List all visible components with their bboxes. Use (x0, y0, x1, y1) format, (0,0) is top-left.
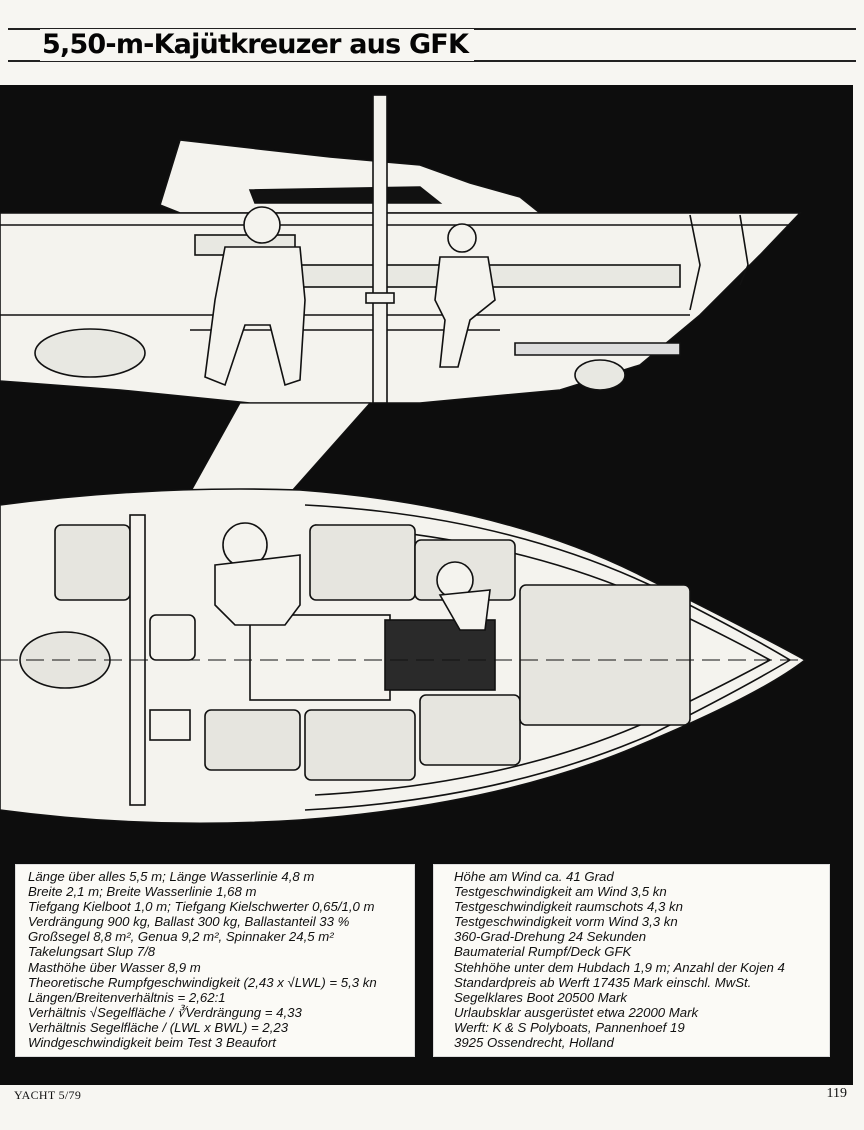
spec-line: Standardpreis ab Werft 17435 Mark einsch… (454, 974, 752, 990)
spec-line: Länge über alles 5,5 m; Länge Wasserlini… (28, 869, 315, 884)
top-rule (8, 28, 856, 30)
spec-line: Großsegel 8,8 m², Genua 9,2 m², Spinnake… (28, 929, 334, 945)
spec-line: Verdrängung 900 kg, Ballast 300 kg, Ball… (28, 914, 350, 930)
spec-line: 360-Grad-Drehung 24 Sekunden (454, 929, 647, 945)
spec-line: Takelungsart Slup 7/8 (28, 944, 156, 960)
spec-line: Testgeschwindigkeit vorm Wind 3,3 kn (454, 914, 678, 930)
spec-line: Stehhöhe unter dem Hubdach 1,9 m; Anzahl… (454, 959, 785, 975)
page-title: 5,50-m-Kajütkreuzer aus GFK (40, 29, 475, 61)
spec-line: 3925 Ossendrecht, Holland (454, 1035, 614, 1051)
spec-line: Urlaubsklar ausgerüstet etwa 22000 Mark (454, 1004, 699, 1020)
spec-line: Tiefgang Kielboot 1,0 m; Tiefgang Kielsc… (28, 899, 375, 915)
spec-line: Segelklares Boot 20500 Mark (454, 989, 628, 1005)
spec-line: Windgeschwindigkeit beim Test 3 Beaufort (28, 1035, 276, 1051)
spec-line: Breite 2,1 m; Breite Wasserlinie 1,68 m (28, 884, 257, 900)
spec-line: Verhältnis √Segelfläche / ∛Verdrängung =… (28, 1004, 302, 1020)
spec-line: Werft: K & S Polyboats, Pannenhoef 19 (454, 1019, 685, 1035)
spec-line: Höhe am Wind ca. 41 Grad (454, 869, 614, 884)
specs-left-box: Länge über alles 5,5 m; Länge Wasserlini… (15, 864, 415, 1057)
plan-view (0, 488, 807, 825)
spec-line: Theoretische Rumpfgeschwindigkeit (2,43 … (28, 974, 377, 990)
gangway (188, 402, 372, 494)
spec-line: Verhältnis Segelfläche / (LWL x BWL) = 2… (28, 1019, 289, 1035)
boat-illustration (0, 85, 853, 1085)
spec-line: Testgeschwindigkeit am Wind 3,5 kn (454, 884, 667, 900)
page-number: 119 (826, 1086, 847, 1101)
spec-line: Baumaterial Rumpf/Deck GFK (454, 944, 632, 960)
specs-right-box: Höhe am Wind ca. 41 Grad Testgeschwindig… (433, 864, 830, 1057)
side-view (0, 94, 802, 404)
spec-line: Längen/Breitenverhältnis = 2,62:1 (28, 989, 226, 1005)
boat-drawing-svg (0, 94, 807, 825)
spec-line: Masthöhe über Wasser 8,9 m (28, 959, 201, 975)
spec-line: Testgeschwindigkeit raumschots 4,3 kn (454, 899, 683, 915)
magazine-issue: YACHT 5/79 (14, 1088, 82, 1102)
